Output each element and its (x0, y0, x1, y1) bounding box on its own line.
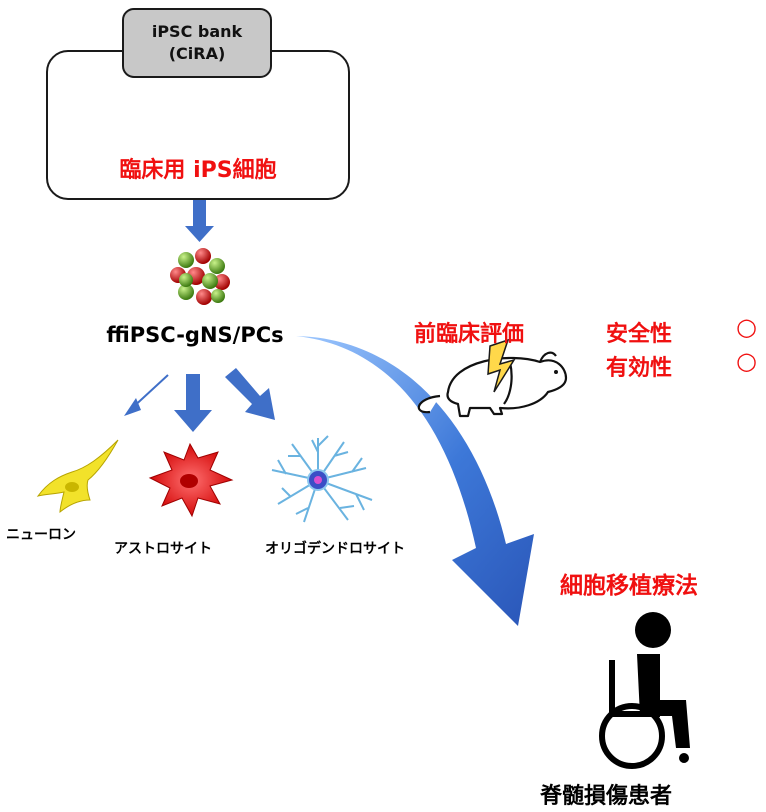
transplant-arrow-icon (296, 336, 534, 626)
neuron-label: ニューロン (6, 527, 76, 543)
cell-product-label: ffiPSC-gNS/PCs (106, 323, 284, 347)
rat-icon (417, 351, 568, 418)
neuron-icon (36, 439, 119, 514)
preclinical-label: 前臨床評価 (414, 322, 525, 347)
wheelchair-patient-icon (599, 612, 690, 769)
safety-label: 安全性 (606, 322, 673, 347)
lightning-icon (487, 338, 516, 393)
ipsc-bank-tab: iPSC bank (CiRA) (122, 8, 272, 78)
safety-circle-mark: ○ (736, 313, 757, 341)
astrocyte-label: アストロサイト (114, 541, 212, 557)
clinical-ips-cell-label: 臨床用 iPS細胞 (119, 158, 277, 183)
oligodendrocyte-label: オリゴデンドロサイト (265, 541, 405, 557)
differentiation-arrows (124, 368, 275, 432)
thick-arrow-down-icon (174, 374, 212, 432)
down-arrow-icon (185, 200, 214, 242)
bank-subtitle: (CiRA) (168, 44, 226, 63)
astrocyte-icon (148, 442, 234, 518)
thick-arrow-diag-icon (225, 368, 275, 420)
efficacy-circle-mark: ○ (736, 347, 757, 375)
therapy-label: 細胞移植療法 (560, 573, 698, 599)
bank-title: iPSC bank (151, 22, 243, 41)
neurosphere-icon (170, 248, 230, 305)
thin-arrowhead-icon (124, 398, 141, 416)
efficacy-label: 有効性 (606, 356, 673, 381)
patient-label: 脊髄損傷患者 (540, 784, 673, 809)
oligodendrocyte-icon (271, 435, 373, 523)
